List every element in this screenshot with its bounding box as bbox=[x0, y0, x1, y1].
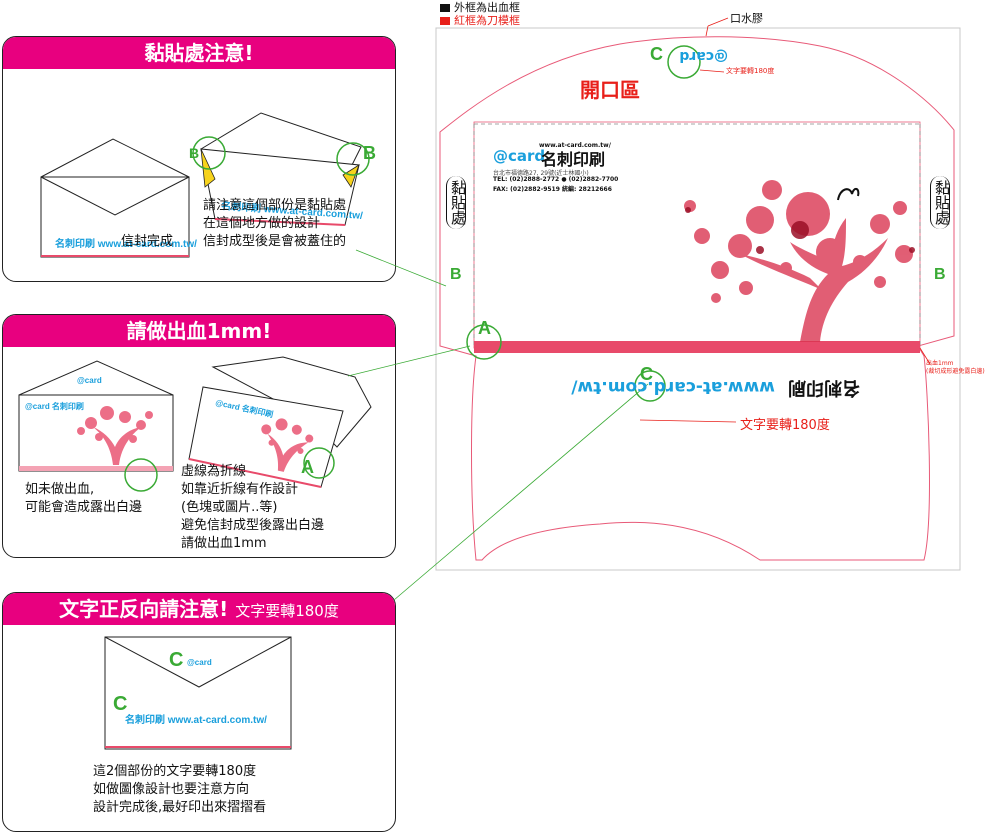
note-line: 信封成型後是會被蓋住的 bbox=[203, 234, 347, 249]
brand-address: 台北市福德路27, 29號(近士林國小) bbox=[493, 170, 589, 177]
bleed-strip bbox=[474, 341, 920, 353]
dieline bbox=[439, 36, 955, 561]
panel-text-illustration: @card 名刺印刷 www.at-card.com.tw/ bbox=[104, 636, 292, 750]
text-rotate-label: 文字要轉180度 bbox=[740, 418, 830, 433]
tree-artwork-dark bbox=[685, 207, 915, 254]
brand-url-small: www.at-card.com.tw/ bbox=[539, 142, 611, 149]
legend-swatch bbox=[440, 4, 450, 12]
bird-ornament bbox=[837, 188, 860, 201]
envelope-open: @card 名刺印刷 bbox=[188, 356, 372, 488]
marker-b-label: B bbox=[189, 145, 200, 161]
marker-c-label: C bbox=[113, 693, 128, 715]
note-line: 請做出血1mm bbox=[181, 536, 267, 551]
callout-line bbox=[639, 419, 737, 423]
glue-area-left-bracket: 黏貼處 bbox=[446, 176, 467, 229]
envelope-finished: 名刺印刷 www.at-card.com.tw/ bbox=[40, 138, 197, 258]
note-line: 這2個部份的文字要轉180度 bbox=[93, 764, 257, 779]
note-line: 設計完成後,最好印出來摺摺看 bbox=[93, 800, 267, 815]
note-line: (色塊或圖片..等) bbox=[181, 500, 278, 515]
envelope-open: 名刺印刷 www.at-card.com.tw/ bbox=[192, 112, 370, 226]
tree-artwork bbox=[684, 180, 913, 342]
callout-line bbox=[699, 69, 725, 73]
brand-fax: FAX: (02)2882-9519 統編: 28212666 bbox=[493, 186, 612, 193]
svg-text:@card: @card bbox=[187, 658, 212, 667]
legend-item: 外框為出血框 bbox=[440, 1, 520, 14]
note-line: 如靠近折線有作設計 bbox=[181, 482, 299, 497]
marker-a-label: A bbox=[301, 457, 314, 477]
glue-area-left: 黏貼處 bbox=[446, 176, 467, 229]
bleed-frame bbox=[435, 27, 961, 571]
connector-line bbox=[355, 249, 447, 287]
marker-b-label: B bbox=[450, 266, 462, 283]
note-line: 在這個地方做的設計 bbox=[203, 216, 321, 231]
panel-bleed: 請做出血1mm! @card @card 名刺印刷 @card 名刺印刷 bbox=[2, 314, 396, 558]
panel-text-direction: 文字正反向請注意! 文字要轉180度 @card 名刺印刷 www.at-car… bbox=[2, 592, 396, 832]
panel-bleed-illustration: @card @card 名刺印刷 @card 名刺印刷 bbox=[18, 356, 372, 492]
panel-glue-illustration: 名刺印刷 www.at-card.com.tw/ 名刺印刷 www.at-car… bbox=[40, 112, 370, 258]
glue-area-right: 黏貼處 bbox=[930, 176, 951, 229]
flap-url-rotated: 名刺印刷 www.at-card.com.tw/ bbox=[571, 377, 860, 398]
glue-area-right-bracket: 黏貼處 bbox=[930, 176, 951, 229]
marker-c-label: C bbox=[169, 649, 184, 671]
bleed-note: 出血1mm (裁切成形避免露白邊) bbox=[926, 360, 985, 375]
connector-line bbox=[347, 345, 471, 377]
svg-text:@card: @card bbox=[77, 376, 102, 385]
callout-line bbox=[705, 25, 709, 37]
marker-b-label: B bbox=[934, 266, 946, 283]
svg-text:@card 名刺印刷: @card 名刺印刷 bbox=[25, 401, 84, 411]
caption-finished: 信封完成 bbox=[121, 234, 174, 249]
brand-logo: @card bbox=[493, 147, 546, 165]
note-line: 如未做出血, bbox=[25, 482, 95, 497]
legend: 外框為出血框 紅框為刀模框 bbox=[440, 1, 520, 27]
marker-a-circle bbox=[466, 324, 502, 360]
svg-text:名刺印刷 www.at-card.com.tw/: 名刺印刷 www.at-card.com.tw/ bbox=[125, 713, 267, 726]
marker-b-label: B bbox=[363, 143, 376, 163]
envelope-flat: @card 名刺印刷 www.at-card.com.tw/ bbox=[104, 636, 292, 750]
marker-c-circle bbox=[667, 45, 701, 79]
legend-swatch bbox=[440, 17, 450, 25]
note-line: 如做圖像設計也要注意方向 bbox=[93, 782, 250, 797]
note-line: 請注意這個部份是黏貼處 bbox=[203, 198, 347, 213]
note-line: 可能會造成露出白邊 bbox=[25, 500, 143, 515]
svg-text:名刺印刷 www.at-card.com.tw/: 名刺印刷 www.at-card.com.tw/ bbox=[55, 237, 197, 250]
brand-tel: TEL: (02)2888-2772 ● (02)2882-7700 bbox=[493, 176, 619, 183]
brand-name: 名刺印刷 bbox=[541, 150, 606, 169]
opening-label: 開口區 bbox=[580, 78, 640, 102]
panel-glue-area: 黏貼處注意! 名刺印刷 www.at-card.com.tw/ 名刺印刷 www… bbox=[2, 36, 396, 282]
panel-title: 文字正反向請注意! 文字要轉180度 bbox=[3, 593, 395, 625]
connector-line bbox=[393, 383, 649, 601]
flap-logo: @card bbox=[679, 48, 728, 64]
callout-line bbox=[707, 17, 729, 27]
marker-c-circle bbox=[634, 370, 666, 402]
legend-item: 紅框為刀模框 bbox=[440, 14, 520, 27]
text-rotate-small: 文字要轉180度 bbox=[726, 67, 775, 75]
envelope-flat: @card @card 名刺印刷 bbox=[18, 360, 174, 492]
panel-title: 黏貼處注意! bbox=[3, 37, 395, 69]
callout-line bbox=[919, 347, 931, 365]
glue-label: 口水膠 bbox=[730, 12, 763, 25]
marker-c-label: C bbox=[640, 364, 653, 384]
note-line: 虛線為折線 bbox=[181, 464, 247, 479]
marker-a-label: A bbox=[478, 318, 491, 338]
panel-title: 請做出血1mm! bbox=[3, 315, 395, 347]
marker-c-label: C bbox=[650, 44, 663, 64]
note-line: 避免信封成型後露出白邊 bbox=[181, 518, 325, 533]
